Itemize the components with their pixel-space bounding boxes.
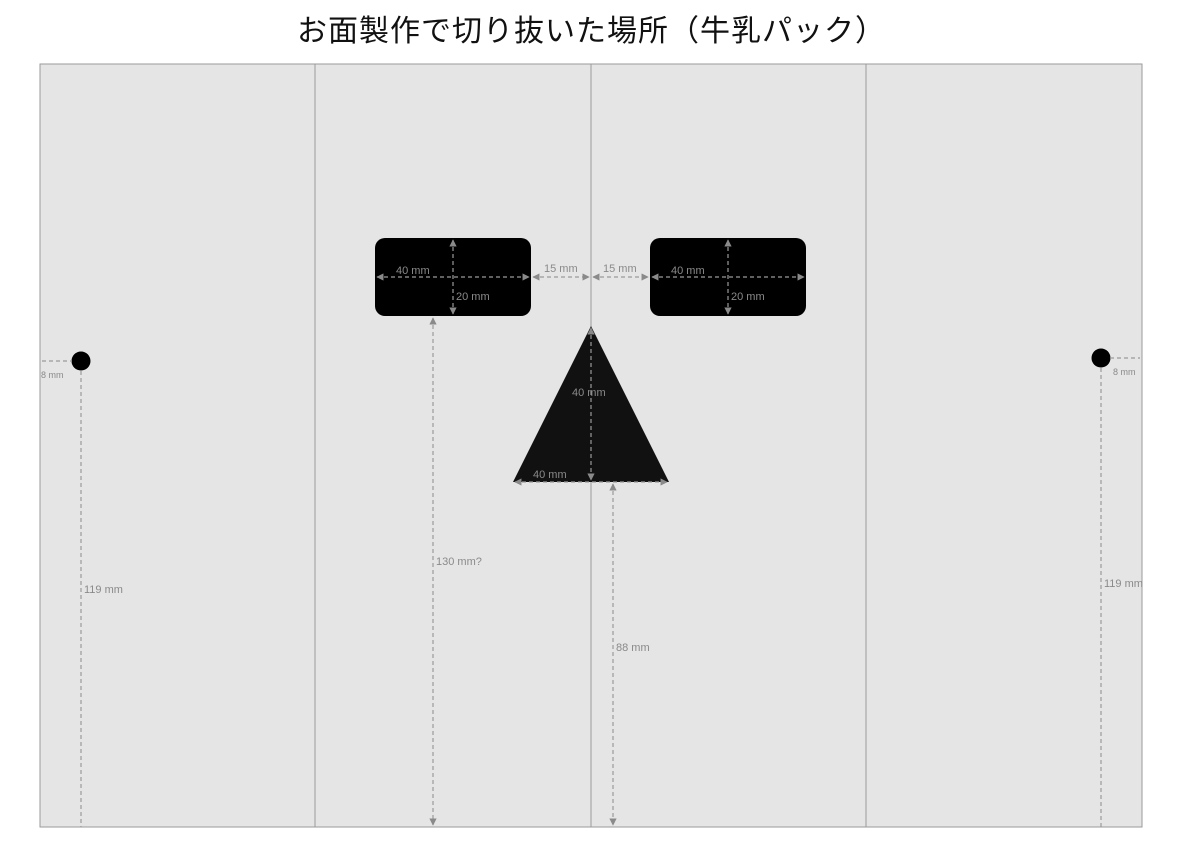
left-hole-bottom-label: 119 mm xyxy=(84,584,123,596)
eye-to-bottom-label: 130 mm? xyxy=(436,556,482,568)
nose-height-label: 40 mm xyxy=(572,387,606,399)
nose-base-label: 40 mm xyxy=(533,469,567,481)
right-hole-cutout xyxy=(1091,348,1111,368)
left-hole-cutout xyxy=(71,351,91,371)
left-eye-height-label: 20 mm xyxy=(456,291,490,303)
right-eye-height-label: 20 mm xyxy=(731,291,765,303)
left-gap-label: 15 mm xyxy=(544,263,578,275)
diagram-title: お面製作で切り抜いた場所（牛乳パック） xyxy=(297,14,886,49)
right-eye-width-label: 40 mm xyxy=(671,265,705,277)
left-eye-width-label: 40 mm xyxy=(396,265,430,277)
right-hole-offset-label: 8 mm xyxy=(1113,367,1136,377)
right-hole-bottom-label: 119 mm xyxy=(1104,578,1143,590)
right-gap-label: 15 mm xyxy=(603,263,637,275)
left-hole-offset-label: 8 mm xyxy=(41,370,64,380)
nose-to-bottom-label: 88 mm xyxy=(616,642,650,654)
panel-4 xyxy=(865,63,1143,828)
panel-1 xyxy=(39,63,316,828)
